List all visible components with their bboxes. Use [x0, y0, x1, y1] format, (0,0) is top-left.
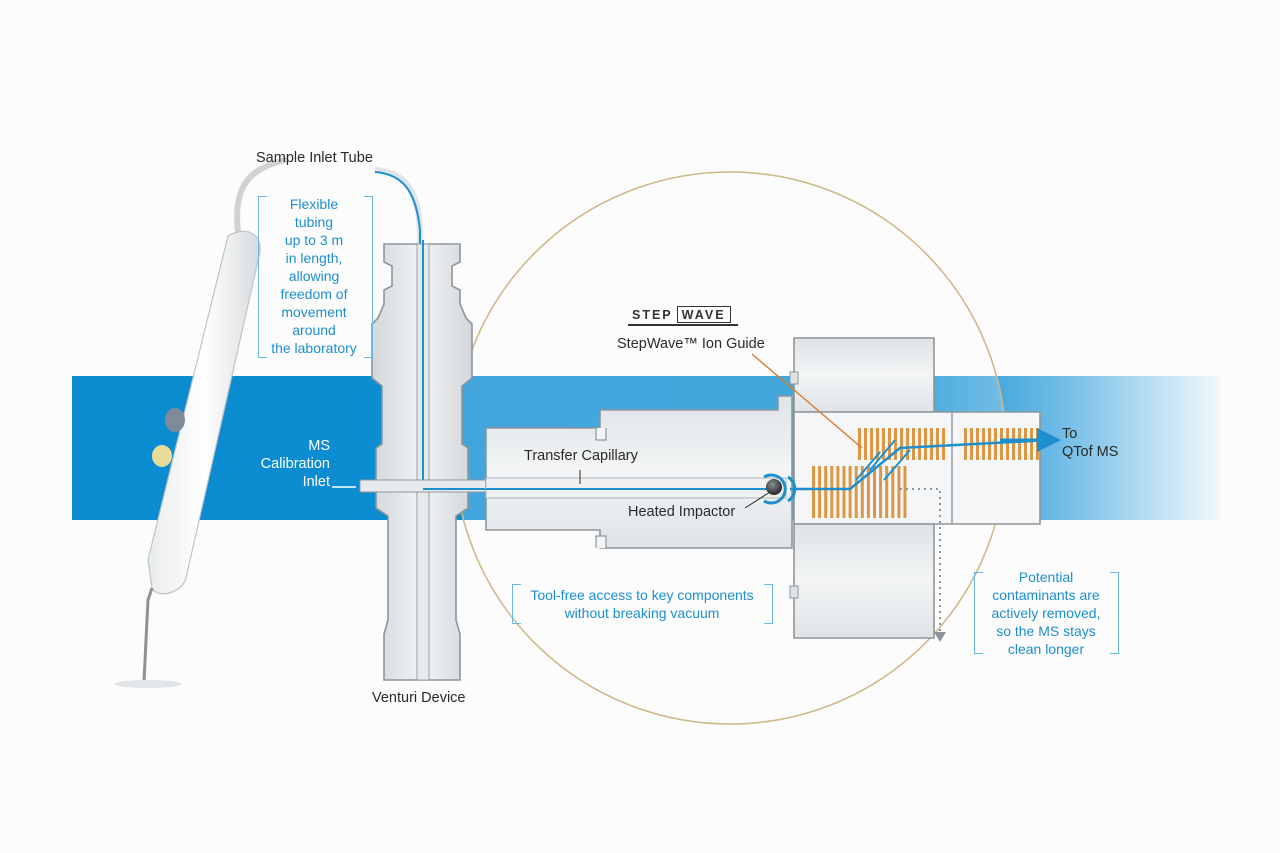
contaminants-bracket-left — [974, 572, 983, 654]
stepwave-logo-underline — [628, 324, 738, 326]
contaminants-line-3: actively removed, — [991, 605, 1101, 621]
tool-free-callout: Tool-free access to key components witho… — [516, 586, 768, 622]
ion-guide-rod — [918, 428, 921, 460]
flexible-tubing-line-9: the laboratory — [271, 340, 357, 356]
ion-guide-rod — [876, 428, 879, 460]
ion-guide-rod — [873, 466, 876, 518]
ion-guide-rod — [854, 466, 858, 518]
contaminants-bracket-right — [1110, 572, 1119, 654]
ion-guide-rod — [1012, 428, 1015, 460]
ion-guide-rod — [936, 428, 939, 460]
ion-guide-rod — [930, 428, 933, 460]
venturi-device-label: Venturi Device — [372, 690, 466, 706]
venturi-device — [371, 240, 473, 681]
ion-guide-rod — [864, 428, 867, 460]
ion-guide-rod — [842, 466, 846, 518]
ion-guide-rod — [897, 466, 901, 518]
to-qtof-ms-label: To QTof MS — [1062, 425, 1118, 461]
stepwave-ion-guide-label: StepWave™ Ion Guide — [617, 336, 765, 352]
ion-guide-rod — [870, 428, 873, 460]
ion-guide-rod — [888, 428, 891, 460]
flexible-tubing-line-8: around — [292, 322, 336, 338]
ion-guide-rod — [906, 428, 909, 460]
ms-calibration-inlet-label: MS Calibration Inlet — [246, 437, 330, 491]
flexible-tubing-line-1: Flexible — [289, 196, 339, 212]
contaminants-line-1: Potential — [1018, 569, 1074, 585]
heated-impactor — [763, 473, 797, 505]
flexible-tubing-callout: Flexible tubing up to 3 m in length, all… — [262, 195, 366, 357]
ion-guide-rod — [912, 428, 915, 460]
sample-inlet-tube-label: Sample Inlet Tube — [256, 150, 373, 166]
flexible-tubing-line-5: allowing — [288, 268, 340, 284]
ion-guide-rod — [891, 466, 895, 518]
ion-guide-rod — [1024, 428, 1027, 460]
flexible-tubing-line-6: freedom of — [280, 286, 348, 302]
tool-free-line-1: Tool-free access to key components — [530, 587, 754, 603]
ion-guide-rod — [900, 428, 903, 460]
ion-guide-rod — [1030, 428, 1033, 460]
tool-free-bracket-left — [512, 584, 521, 624]
ion-guide-rod — [1036, 428, 1039, 460]
ion-guide-rod — [924, 428, 927, 460]
flexible-tubing-bracket-right — [364, 196, 373, 358]
ion-guide-rod — [824, 466, 828, 518]
ion-guide-rod — [903, 466, 907, 518]
stepwave-logo: STEP WAVE — [628, 306, 738, 323]
ion-guide-rod — [882, 428, 885, 460]
flexible-tubing-line-3: up to 3 m — [284, 232, 344, 248]
ion-guide-rod — [830, 466, 834, 518]
leader-impactor — [744, 491, 771, 509]
calibration-inlet-pipe — [359, 479, 491, 493]
contaminants-callout: Potential contaminants are actively remo… — [978, 568, 1114, 658]
flexible-tubing-line-4: in length, — [285, 250, 343, 266]
heated-impactor-label: Heated Impactor — [628, 504, 736, 520]
ms-calibration-inlet-line-2: Calibration — [260, 456, 330, 472]
contaminant-arrow — [934, 632, 946, 642]
stepwave-logo-wave: WAVE — [676, 306, 731, 323]
ion-guide-rod — [860, 466, 864, 518]
ion-guide-rod — [942, 428, 945, 460]
ion-guide-rod — [885, 466, 889, 518]
ion-guide-rod — [879, 466, 883, 518]
transfer-capillary-label: Transfer Capillary — [524, 448, 638, 464]
ion-guide-rod — [812, 466, 815, 518]
tool-free-line-2: without breaking vacuum — [564, 605, 720, 621]
contaminants-line-5: clean longer — [1007, 641, 1085, 657]
ion-guide-rod — [1000, 428, 1003, 460]
ion-guide-rod — [894, 428, 897, 460]
tool-free-bracket-right — [764, 584, 773, 624]
ion-guide-rod — [1006, 428, 1009, 460]
contaminant-path — [900, 488, 941, 634]
ion-guide-rod — [848, 466, 852, 518]
ion-guide-rod — [866, 466, 870, 518]
flexible-tubing-line-2: tubing — [294, 214, 334, 230]
ms-calibration-inlet-line-3: Inlet — [302, 474, 330, 490]
stepwave-logo-step: STEP — [632, 307, 673, 322]
contaminants-line-4: so the MS stays — [996, 623, 1096, 639]
ion-guide-rod — [836, 466, 840, 518]
to-qtof-ms-line-2: QTof MS — [1062, 444, 1119, 460]
leader-ion-guide — [751, 353, 863, 449]
ion-guide-rod — [818, 466, 822, 518]
ion-beam — [790, 428, 1061, 491]
flexible-tubing-bracket-left — [258, 196, 267, 358]
to-qtof-ms-line-1: To — [1062, 426, 1078, 442]
sampling-probe — [114, 157, 288, 688]
ion-guide-rod — [858, 428, 861, 460]
contaminants-line-2: contaminants are — [992, 587, 1100, 603]
ms-calibration-inlet-line-1: MS — [308, 438, 330, 454]
ion-guide-rod — [1018, 428, 1021, 460]
flexible-tubing-line-7: movement — [281, 304, 347, 320]
